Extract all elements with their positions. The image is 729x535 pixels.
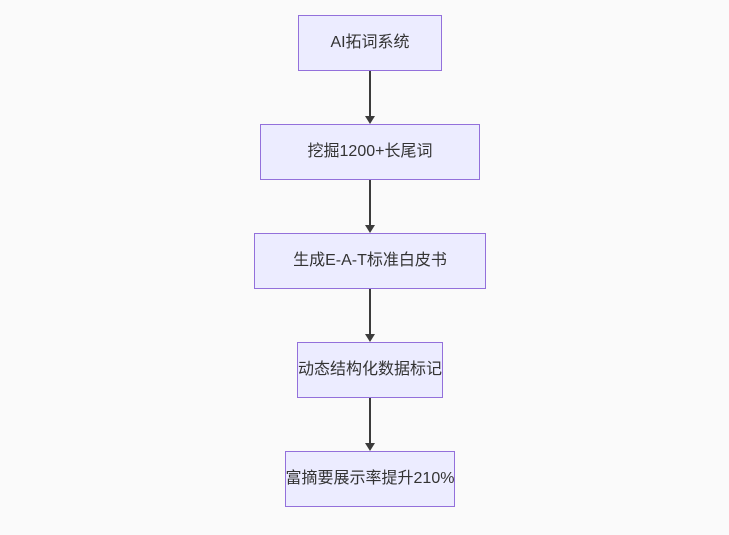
flow-arrow-1 bbox=[365, 71, 375, 124]
arrowhead-down-icon bbox=[365, 443, 375, 451]
arrowhead-down-icon bbox=[365, 116, 375, 124]
arrowhead-down-icon bbox=[365, 225, 375, 233]
flow-node-label: AI拓词系统 bbox=[330, 34, 410, 51]
flow-node-eat-whitepaper: 生成E-A-T标准白皮书 bbox=[254, 233, 486, 289]
flow-node-longtail-mining: 挖掘1200+长尾词 bbox=[260, 124, 480, 180]
flow-node-rich-snippet-result: 富摘要展示率提升210% bbox=[284, 451, 456, 507]
flow-arrow-3 bbox=[365, 289, 375, 342]
arrow-line bbox=[369, 180, 371, 225]
flow-node-structured-data-markup: 动态结构化数据标记 bbox=[296, 342, 443, 398]
arrow-line bbox=[369, 289, 371, 334]
flow-arrow-4 bbox=[365, 398, 375, 451]
flow-node-label: 动态结构化数据标记 bbox=[297, 361, 442, 378]
flow-arrow-2 bbox=[365, 180, 375, 233]
flow-node-label: 生成E-A-T标准白皮书 bbox=[293, 252, 447, 269]
arrow-line bbox=[369, 71, 371, 116]
flow-node-ai-word-system: AI拓词系统 bbox=[298, 15, 442, 71]
flow-node-label: 富摘要展示率提升210% bbox=[285, 470, 455, 487]
arrowhead-down-icon bbox=[365, 334, 375, 342]
arrow-line bbox=[369, 398, 371, 443]
flow-node-label: 挖掘1200+长尾词 bbox=[307, 143, 433, 160]
flowchart: AI拓词系统 挖掘1200+长尾词 生成E-A-T标准白皮书 动态结构化数据标记 bbox=[254, 15, 486, 507]
